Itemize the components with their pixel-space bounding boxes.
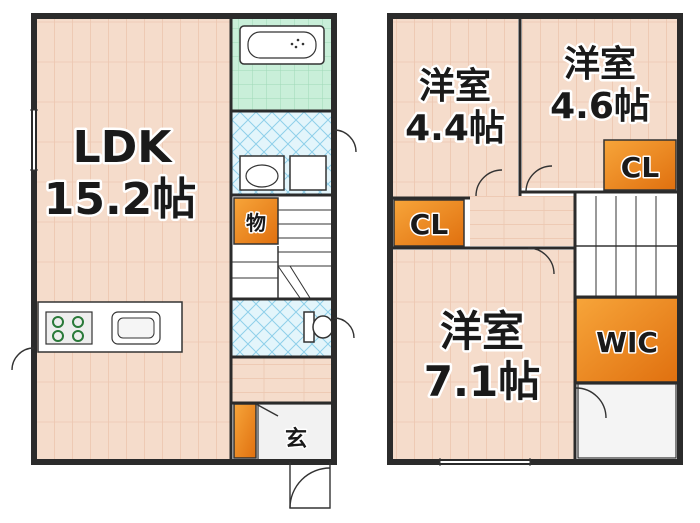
walk-in-closet	[575, 297, 679, 383]
closet-1	[393, 199, 465, 247]
closet-2	[603, 139, 677, 191]
hall-floor	[232, 358, 332, 402]
room-b-area-label: 4.6帖	[550, 86, 650, 127]
entrance-label: 玄	[285, 426, 307, 452]
ldk-area-label: 15.2帖	[44, 174, 197, 225]
stairs-2f	[576, 192, 678, 296]
closet-1-label: CL	[410, 208, 449, 241]
entrance-floor	[257, 403, 333, 461]
room-c-area-label: 7.1帖	[424, 357, 540, 406]
bathtub-icon	[239, 25, 325, 65]
ldk-label: LDK	[73, 122, 174, 173]
floor-1	[11, 13, 357, 509]
wic-label: WIC	[596, 326, 658, 359]
room-a-floor	[392, 18, 518, 198]
closet-2-label: CL	[621, 151, 660, 184]
room-c-floor	[392, 250, 574, 460]
floor2-outer-wall	[387, 13, 683, 465]
balcony	[577, 383, 677, 459]
kitchen-counter	[37, 301, 183, 353]
floor1-outer-wall	[31, 13, 337, 465]
washbasin-icon	[239, 155, 327, 191]
room-a-label: 洋室	[419, 66, 491, 107]
room-a-area-label: 4.4帖	[405, 108, 505, 149]
room-b-label: 洋室	[564, 44, 636, 85]
hall-2f-floor	[470, 196, 574, 246]
stairs-1f	[232, 196, 332, 299]
storage-closet	[233, 197, 279, 245]
room-c-label: 洋室	[440, 307, 524, 356]
ldk-floor	[36, 18, 230, 460]
storage-label: 物	[246, 211, 266, 235]
floor-2	[387, 13, 683, 466]
toilet-icon	[303, 311, 334, 343]
shoe-closet	[233, 403, 257, 459]
